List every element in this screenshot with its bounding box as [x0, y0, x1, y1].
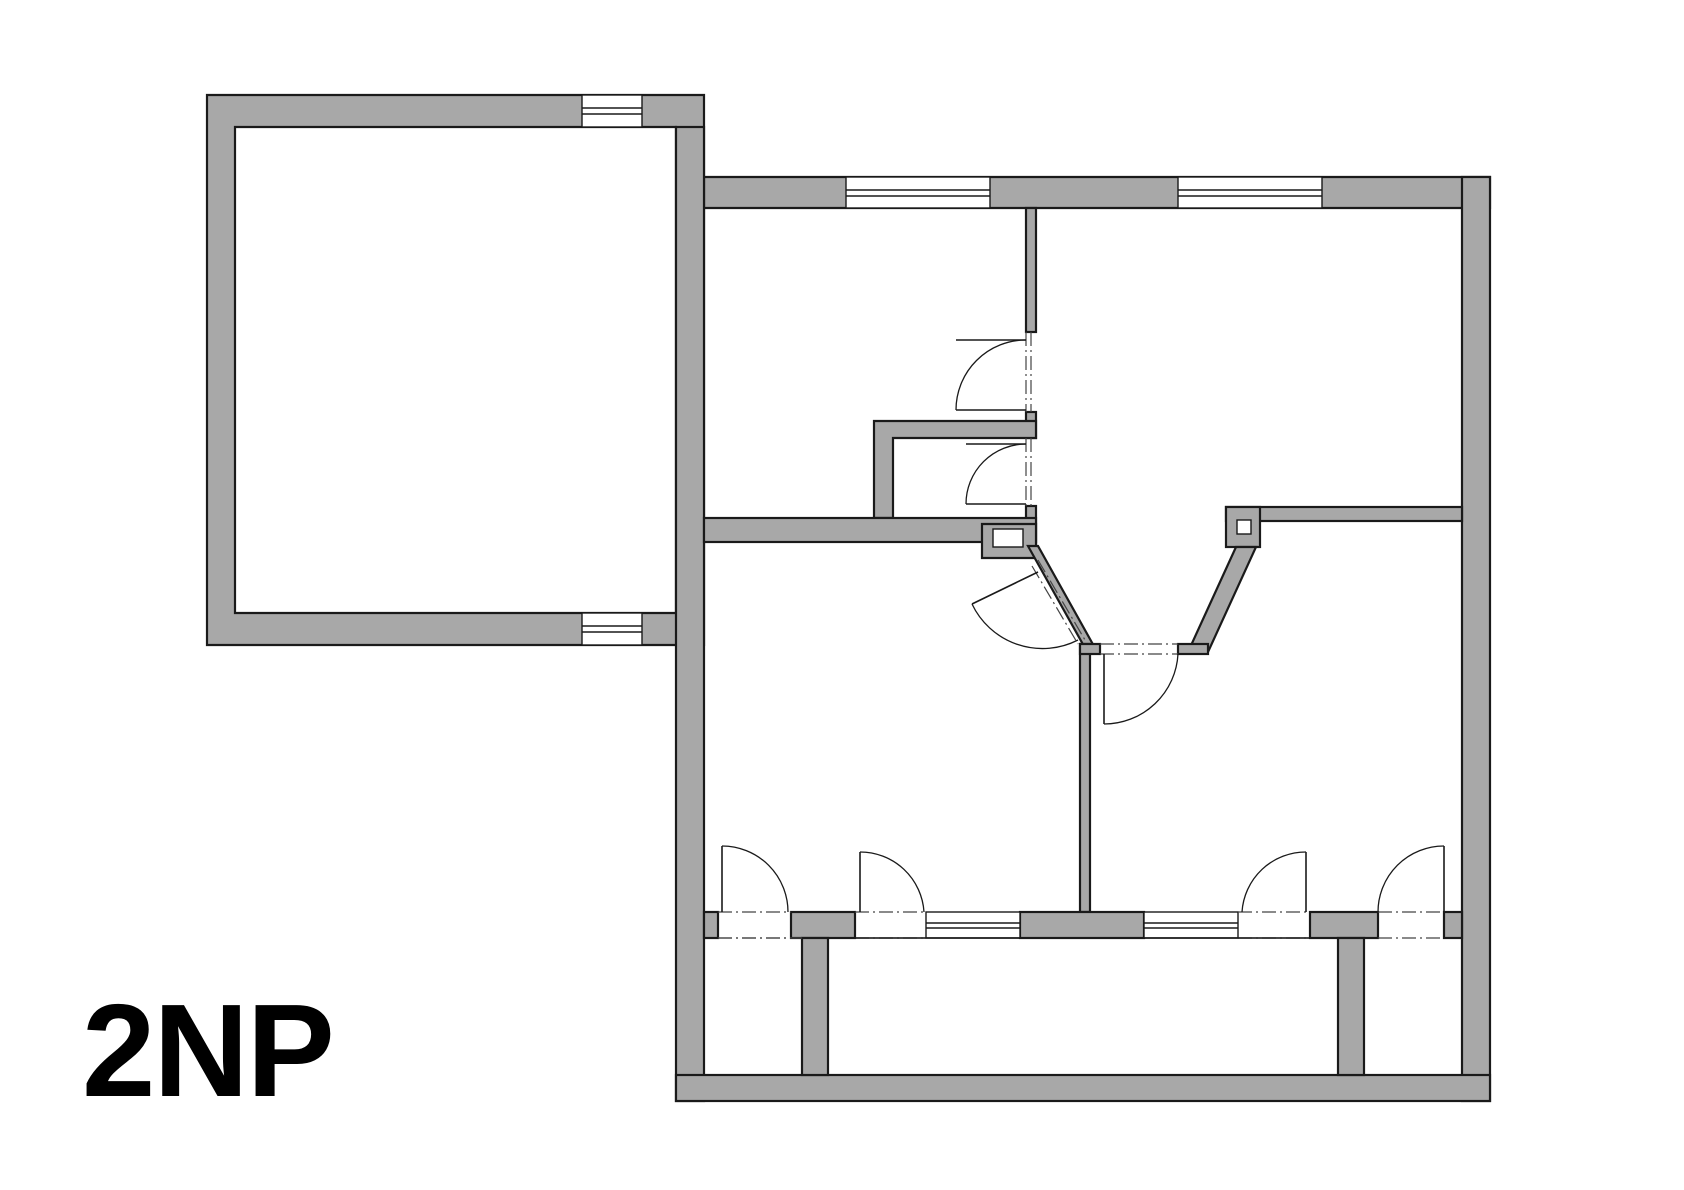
left-block-walls: [205, 93, 706, 647]
front-wall: [702, 910, 1464, 1077]
window-front-2: [1143, 911, 1239, 939]
window-top-2: [1177, 176, 1323, 209]
window-left-bottom: [581, 612, 643, 646]
window-front-1: [925, 911, 1021, 939]
floor-label: 2NP: [82, 977, 335, 1124]
interior-partitions: [702, 206, 1464, 914]
window-top-1: [845, 176, 991, 209]
balcony: [827, 937, 1339, 1076]
main-block-walls: [674, 125, 1492, 1103]
window-left-top: [581, 94, 643, 128]
